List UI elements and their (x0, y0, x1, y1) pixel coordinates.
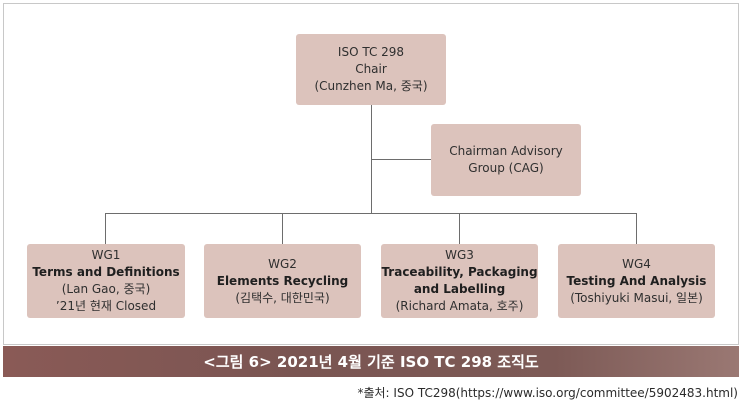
wg1-lead: (Lan Gao, 중국) (61, 282, 151, 296)
wg4-lead: (Toshiyuki Masui, 일본) (570, 290, 703, 305)
cag-line-2: Group (CAG) (468, 161, 544, 175)
chair-org: ISO TC 298 (337, 45, 405, 59)
wg3-title-line-1: Traceability, Packaging (381, 265, 538, 279)
wg3-lead: (Richard Amata, 호주) (395, 299, 524, 313)
cag-box: Chairman Advisory Group (CAG) (431, 124, 581, 196)
wg4-id: WG4 (622, 256, 651, 271)
connector-horizontal-bus (105, 213, 637, 214)
wg3-id: WG3 (445, 248, 474, 262)
chair-person: (Cunzhen Ma, 중국) (314, 79, 428, 93)
wg3-box: WG3 Traceability, Packaging and Labellin… (381, 244, 538, 318)
wg1-title: Terms and Definitions (32, 265, 180, 279)
connector-wg3-drop (459, 213, 460, 244)
wg4-box: WG4 Testing And Analysis (Toshiyuki Masu… (558, 244, 715, 318)
chair-box: ISO TC 298 Chair (Cunzhen Ma, 중국) (296, 34, 446, 105)
source-citation: *출처: ISO TC298(https://www.iso.org/commi… (357, 386, 738, 400)
wg2-box: WG2 Elements Recycling (김택수, 대한민국) (204, 244, 361, 318)
connector-wg1-drop (105, 213, 106, 244)
wg2-lead: (김택수, 대한민국) (235, 290, 330, 305)
wg1-status-note: ’21년 현재 Closed (55, 299, 157, 313)
connector-cag-branch (371, 159, 431, 160)
connector-wg4-drop (636, 213, 637, 244)
cag-line-1: Chairman Advisory (449, 144, 563, 158)
wg4-title: Testing And Analysis (566, 273, 707, 288)
wg3-title-line-2: and Labelling (413, 282, 506, 296)
figure-caption: <그림 6> 2021년 4월 기준 ISO TC 298 조직도 (203, 353, 539, 371)
wg1-id: WG1 (91, 248, 121, 262)
chair-role: Chair (355, 62, 387, 76)
wg2-title: Elements Recycling (216, 273, 349, 288)
wg1-box: WG1 Terms and Definitions (Lan Gao, 중국) … (27, 244, 185, 318)
figure-caption-bar: <그림 6> 2021년 4월 기준 ISO TC 298 조직도 (3, 346, 739, 377)
wg2-id: WG2 (268, 256, 297, 271)
connector-wg2-drop (282, 213, 283, 244)
